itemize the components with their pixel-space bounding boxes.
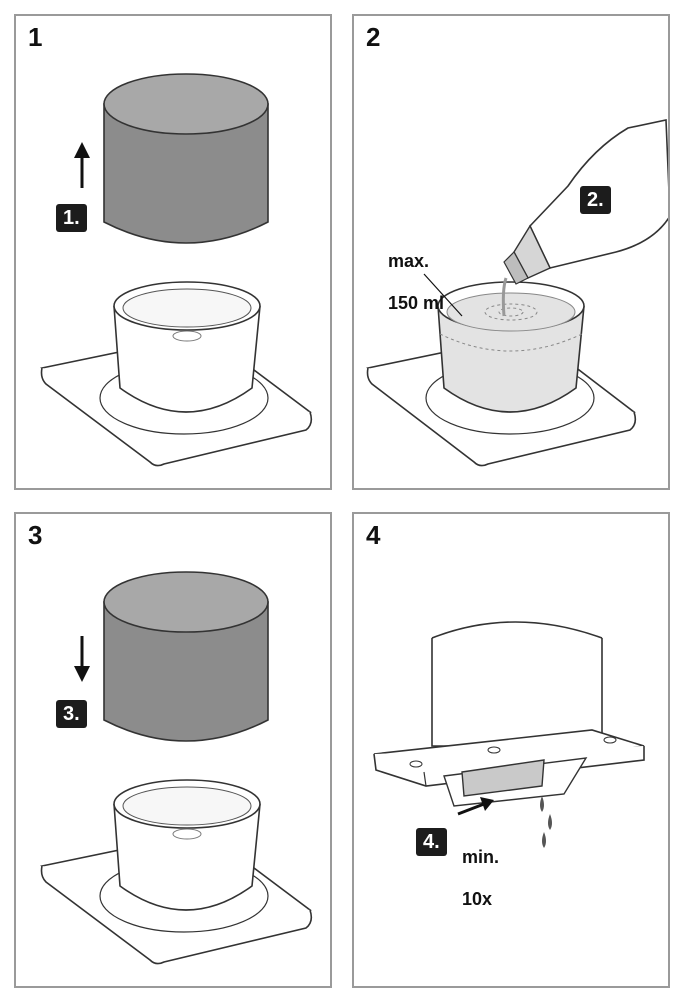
base-underside <box>373 729 645 807</box>
repeat-label: min. 10x <box>462 826 499 910</box>
panel-step-3: 3 3. <box>14 512 332 988</box>
panel-number: 2 <box>366 22 381 52</box>
arrow-down-icon <box>74 636 90 682</box>
step-badge: 1. <box>56 204 87 232</box>
step-2-illustration <box>366 119 668 467</box>
arrow-diagonal-icon <box>457 797 494 816</box>
label-leader-line <box>423 273 463 317</box>
step-badge: 4. <box>416 828 447 856</box>
water-drops-icon <box>540 796 552 848</box>
lamp-shade-upright <box>431 621 603 747</box>
max-fill-label-line1: max. <box>388 251 430 271</box>
panel-number: 3 <box>28 520 43 550</box>
repeat-label-line1: min. <box>462 847 500 867</box>
lamp-shade <box>103 571 269 742</box>
max-fill-label: max. 150 ml <box>388 230 444 314</box>
step-1-illustration <box>40 73 313 467</box>
panel-step-4: 4 4. min. 10x <box>352 512 670 988</box>
inner-pot <box>113 281 261 413</box>
step-3-illustration <box>40 571 313 965</box>
panel-step-2: 2 2. max. 150 ml <box>352 14 670 490</box>
lamp-shade <box>103 73 269 244</box>
water-stream <box>501 277 508 317</box>
panel-number: 4 <box>366 520 381 550</box>
arrow-up-icon <box>74 142 90 188</box>
inner-pot-with-water <box>437 281 585 413</box>
step-4-illustration <box>373 621 645 848</box>
panel-number: 1 <box>28 22 43 52</box>
repeat-label-line2: 10x <box>462 889 493 909</box>
panel-step-1: 1 1. <box>14 14 332 490</box>
step-badge: 3. <box>56 700 87 728</box>
max-fill-label-line2: 150 ml <box>388 293 445 313</box>
inner-pot <box>113 779 261 911</box>
step-badge: 2. <box>580 186 611 214</box>
